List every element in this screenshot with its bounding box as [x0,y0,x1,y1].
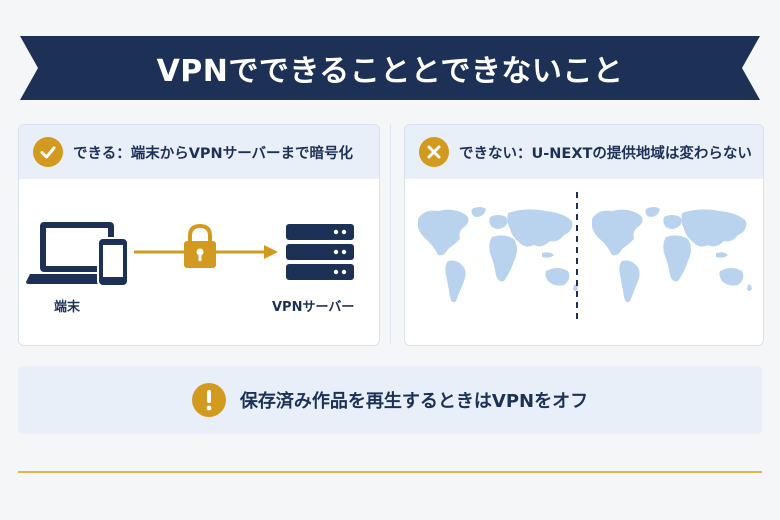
arrow-head-icon [264,245,278,259]
can-heading: できる：端末からVPNサーバーまで暗号化 [73,145,354,162]
notice-bar: 保存済み作品を再生するときはVPNをオフ [18,366,762,434]
exclamation-icon [191,383,226,417]
cross-icon [419,137,449,167]
ribbon-shape [20,36,760,100]
phone-icon [97,237,129,287]
cannot-heading: できない：U-NEXTの提供地域は変わらない [459,145,752,162]
server-icon [286,224,354,280]
footer-rule [18,471,762,473]
title-ribbon: VPNでできることとできないこと [20,36,760,100]
page-title: VPNでできることとできないこと [156,54,624,89]
panel-divider [390,124,391,344]
check-icon [33,137,63,167]
server-label: VPNサーバー [272,300,355,315]
world-map-icon [418,207,578,303]
world-map-icon [592,207,752,303]
notice-text: 保存済み作品を再生するときはVPNをオフ [239,391,589,412]
cannot-panel-header: できない：U-NEXTの提供地域は変わらない [405,125,763,179]
can-panel-header: できる：端末からVPNサーバーまで暗号化 [19,125,379,179]
device-label: 端末 [54,300,81,315]
padlock-icon [184,223,216,268]
